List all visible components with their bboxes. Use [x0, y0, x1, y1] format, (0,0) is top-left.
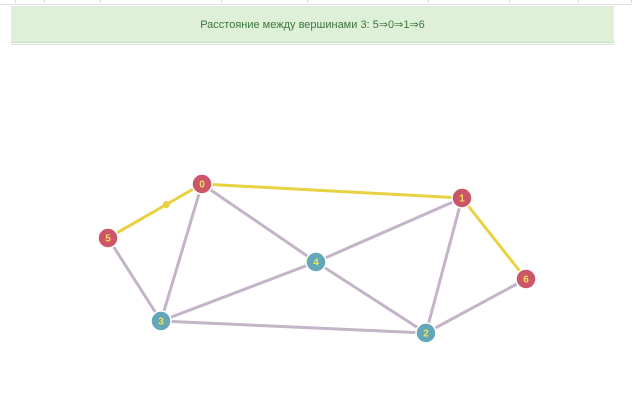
graph-node-6[interactable]: 6 [515, 268, 537, 290]
node-circle[interactable] [191, 173, 213, 195]
node-circle[interactable] [415, 322, 437, 344]
toolbar-segment[interactable] [429, 0, 510, 3]
node-circle[interactable] [305, 251, 327, 273]
graph-node-3[interactable]: 3 [150, 310, 172, 332]
toolbar-segment[interactable] [45, 0, 101, 3]
graph-node-0[interactable]: 0 [191, 173, 213, 195]
edge-3-4[interactable] [159, 260, 318, 323]
toolbar-segment[interactable] [222, 0, 308, 3]
node-label: 2 [423, 329, 429, 340]
graph-node-4[interactable]: 4 [305, 251, 327, 273]
node-circle[interactable] [515, 268, 537, 290]
edge-1-2[interactable] [424, 196, 464, 335]
edge-5-3[interactable] [106, 236, 163, 323]
edge-4-2[interactable] [314, 260, 428, 335]
toolbar-segment[interactable] [101, 0, 222, 3]
edge-0-1[interactable] [200, 182, 464, 200]
node-label: 3 [158, 317, 164, 328]
graph-edges [106, 182, 528, 335]
node-label: 5 [105, 234, 111, 245]
node-circle[interactable] [451, 187, 473, 209]
edge-2-6[interactable] [424, 277, 528, 335]
graph-node-2[interactable]: 2 [415, 322, 437, 344]
path-result-text: Расстояние между вершинами 3: 5⇒0⇒1⇒6 [200, 18, 425, 31]
graph-node-1[interactable]: 1 [451, 187, 473, 209]
edge-5-0[interactable] [106, 182, 204, 240]
edge-0-4[interactable] [200, 182, 318, 264]
edge-4-1[interactable] [314, 196, 464, 264]
edge-3-2[interactable] [159, 319, 428, 335]
node-label: 4 [313, 258, 319, 269]
toolbar-segment[interactable] [510, 0, 579, 3]
graph-nodes: 0 1 2 3 4 5 6 [97, 173, 537, 344]
toolbar-segment[interactable] [16, 0, 45, 3]
toolbar-segment[interactable] [0, 0, 16, 3]
graph-node-5[interactable]: 5 [97, 227, 119, 249]
edge-1-6[interactable] [460, 196, 528, 281]
divider [11, 44, 614, 45]
path-progress-marker [162, 201, 170, 209]
node-circle[interactable] [150, 310, 172, 332]
edge-0-3[interactable] [159, 182, 204, 323]
node-label: 6 [523, 275, 529, 286]
toolbar-segment[interactable] [308, 0, 429, 3]
node-label: 0 [199, 180, 205, 191]
node-circle[interactable] [97, 227, 119, 249]
path-result-alert: Расстояние между вершинами 3: 5⇒0⇒1⇒6 [11, 6, 614, 43]
node-label: 1 [459, 194, 465, 205]
